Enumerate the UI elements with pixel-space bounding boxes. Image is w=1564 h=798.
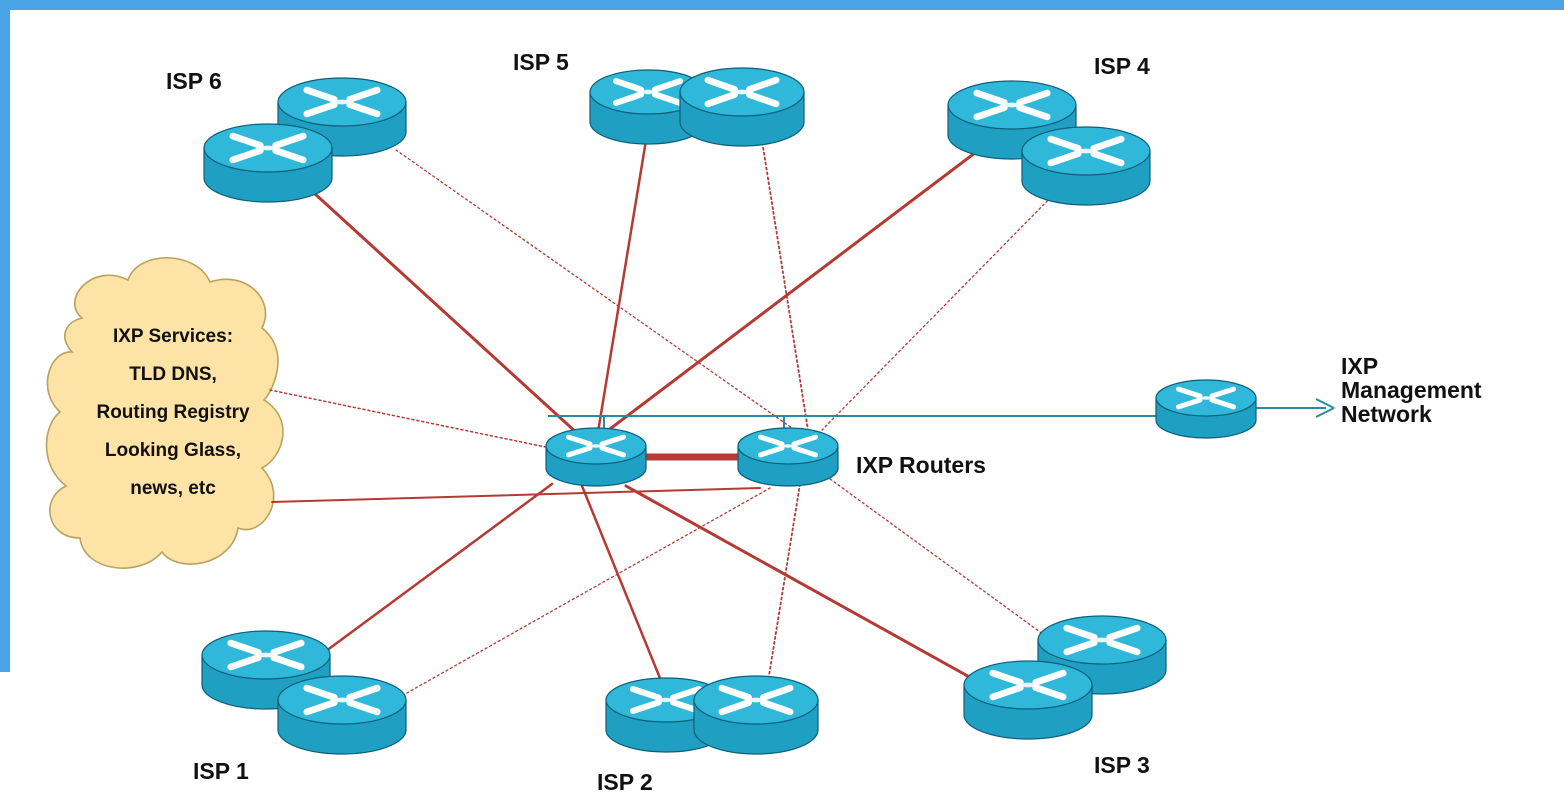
isp6-router-front-router-icon (203, 123, 333, 203)
ixp-router-b-router-icon (737, 427, 839, 487)
ixp-management-network-label: IXP Management Network (1341, 353, 1482, 428)
management-label-line3: Network (1341, 401, 1432, 428)
isp2-label: ISP 2 (597, 769, 653, 795)
link-line-6 (821, 189, 1059, 431)
slide-frame-left (0, 0, 10, 672)
link-line-14 (825, 475, 1063, 649)
link-line-4 (759, 127, 809, 431)
isp4-label: ISP 4 (1094, 53, 1150, 79)
isp3-label: ISP 3 (1094, 752, 1150, 778)
isp2-router-right-router-icon (693, 675, 819, 755)
link-line-7 (269, 389, 561, 451)
link-line-8 (271, 487, 761, 503)
isp1-router-front-router-icon (277, 675, 407, 755)
isp5-router-left-router-icon (589, 69, 707, 145)
link-line-2 (395, 149, 793, 429)
isp1-label: ISP 1 (193, 758, 249, 784)
management-label-line1: IXP (1341, 353, 1379, 379)
link-line-13 (624, 484, 1002, 696)
slide-frame-top (0, 0, 1564, 10)
arrow-right-icon (1315, 398, 1335, 418)
isp5-router-right-router-icon (679, 67, 805, 147)
services-line5: news, etc (130, 478, 216, 499)
services-line3: Routing Registry (96, 402, 250, 423)
ixp-router-a-router-icon (545, 427, 647, 487)
ixp-routers-label: IXP Routers (856, 452, 986, 478)
link-line-10 (397, 487, 771, 699)
management-router-router-icon (1155, 379, 1257, 439)
link-line-11 (580, 484, 666, 690)
link-line-3 (596, 126, 650, 434)
ixp-services-text: IXP Services: TLD DNS, Routing Registry … (56, 318, 290, 508)
link-line-9 (320, 482, 554, 656)
isp5-label: ISP 5 (513, 49, 569, 75)
services-line2: TLD DNS, (129, 364, 217, 385)
isp6-label: ISP 6 (166, 68, 222, 94)
isp4-router-front-router-icon (1021, 126, 1151, 206)
services-line1: IXP Services: (112, 326, 234, 347)
link-line-12 (765, 483, 801, 695)
link-line-1 (312, 191, 580, 436)
cloud-icon (45, 256, 284, 569)
isp3-router-front-router-icon (963, 660, 1093, 740)
services-line4: Looking Glass, (104, 440, 242, 461)
link-line-5 (604, 138, 994, 434)
management-label-line2: Management (1341, 377, 1482, 404)
